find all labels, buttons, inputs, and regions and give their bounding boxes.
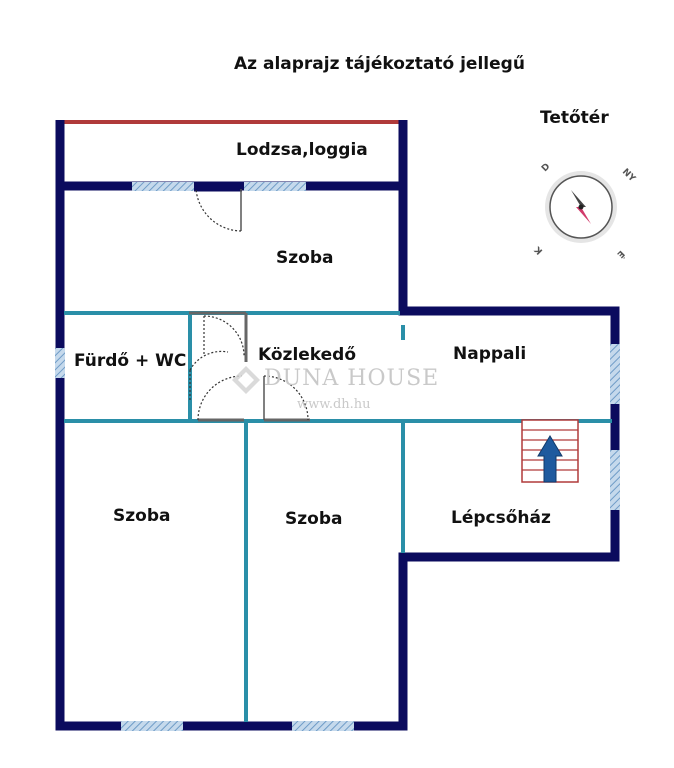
- outer-walls: [55, 120, 620, 731]
- compass-label-d: D: [540, 162, 552, 174]
- compass-label-k: K: [532, 243, 545, 256]
- compass-label-ny: NY: [620, 167, 637, 184]
- room-label-szoba-mid: Szoba: [285, 509, 343, 529]
- watermark-brand: DUNA HOUSE: [264, 366, 440, 391]
- compass-label-e: É: [615, 248, 628, 261]
- plan-disclaimer-title: Az alaprajz tájékoztató jellegű: [234, 54, 525, 74]
- duna-house-logo-icon: [232, 366, 260, 394]
- room-label-furdo: Fürdő + WC: [74, 351, 187, 371]
- windows: [55, 182, 620, 731]
- staircase: [521, 419, 579, 483]
- room-label-kozlekedo: Közlekedő: [258, 345, 357, 365]
- room-label-loggia: Lodzsa,loggia: [236, 140, 368, 160]
- room-label-lepcsohaz: Lépcsőház: [451, 508, 551, 528]
- room-label-szoba-top: Szoba: [276, 248, 334, 268]
- watermark-url: www.dh.hu: [297, 397, 371, 412]
- stair-direction-arrow-icon: [537, 435, 563, 483]
- room-label-nappali: Nappali: [453, 344, 527, 364]
- room-label-szoba-left: Szoba: [113, 506, 171, 526]
- floor-label: Tetőtér: [540, 108, 609, 128]
- compass-icon: [545, 171, 617, 243]
- doors: [189, 186, 310, 422]
